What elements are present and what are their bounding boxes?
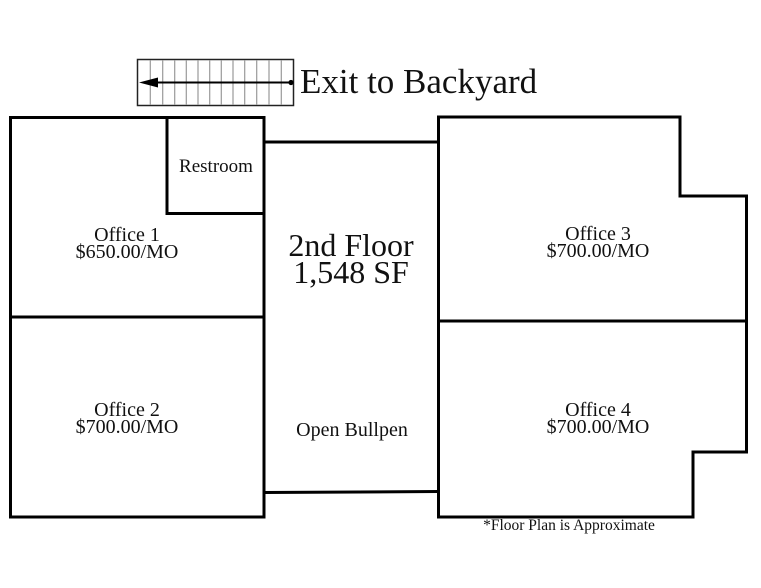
floor-title: 2nd Floor 1,548 SF (266, 227, 436, 290)
office-2-price: $700.00/MO (75, 416, 179, 438)
footnote: *Floor Plan is Approximate (483, 517, 655, 534)
exit-to-backyard-label: Exit to Backyard (300, 62, 538, 101)
left-arrow-icon (139, 77, 294, 88)
office-4-name: Office 4 (565, 399, 631, 421)
office-3-price: $700.00/MO (546, 240, 650, 262)
office-4-price: $700.00/MO (546, 416, 650, 438)
office-2-label: Office 2 $700.00/MO (27, 399, 227, 438)
office-2-name: Office 2 (94, 399, 160, 421)
office-4-label: Office 4 $700.00/MO (498, 399, 698, 438)
office-1-label: Office 1 $650.00/MO (27, 224, 227, 263)
floor-name: 2nd Floor (288, 227, 414, 263)
floor-area: 1,548 SF (293, 254, 409, 290)
restroom-label: Restroom (179, 156, 253, 177)
stairs (136, 58, 295, 107)
office-1-price: $650.00/MO (75, 241, 179, 263)
bullpen-bottom-wall (263, 490, 439, 494)
office-3-name: Office 3 (565, 223, 631, 245)
restroom-wall (165, 117, 264, 215)
walls (9, 115, 748, 519)
office-3-label: Office 3 $700.00/MO (498, 223, 698, 262)
right-block-wall (437, 115, 748, 519)
office-1-name: Office 1 (94, 224, 160, 246)
open-bullpen-label: Open Bullpen (296, 419, 408, 441)
